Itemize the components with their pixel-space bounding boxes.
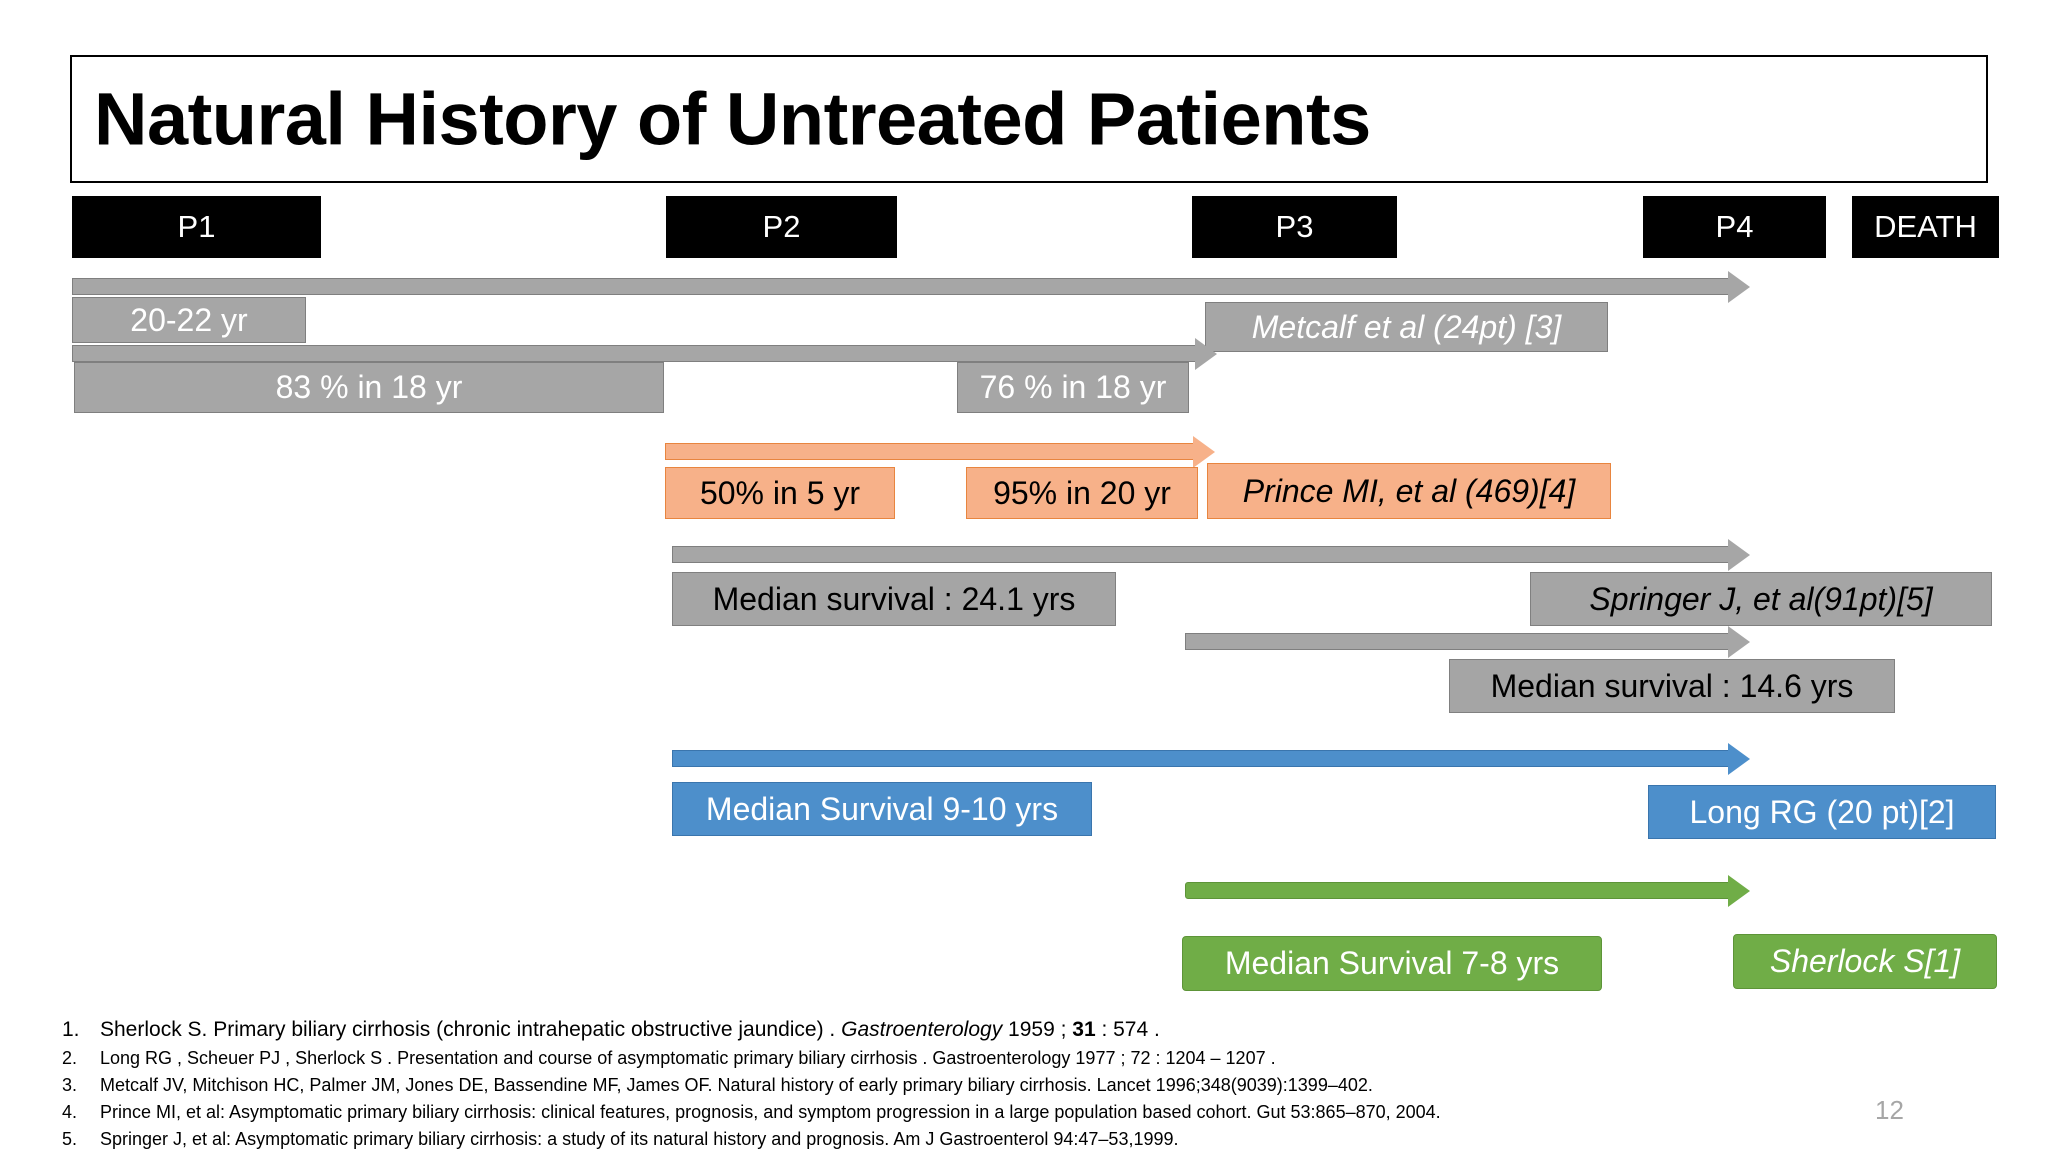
label-text: Metcalf et al (24pt) [3]	[1251, 308, 1562, 345]
label-text: 20-22 yr	[130, 301, 248, 338]
phase-label: P2	[762, 209, 801, 244]
arrow-shaft	[72, 345, 1200, 362]
label-text: Median survival : 14.6 yrs	[1490, 667, 1854, 704]
reference-item: 5. Springer J, et al: Asymptomatic primar…	[62, 1129, 1682, 1150]
label-text: 95% in 20 yr	[993, 474, 1171, 511]
arrow-head	[1728, 538, 1750, 571]
reference-text: Metcalf JV, Mitchison HC, Palmer JM, Jon…	[100, 1075, 1373, 1096]
sherlock-median-survival-label: Median Survival 7-8 yrs	[1182, 936, 1602, 991]
arrow-head	[1195, 337, 1217, 370]
metcalf-duration-label: 20-22 yr	[72, 297, 306, 343]
reference-text: Long RG , Scheuer PJ , Sherlock S . Pres…	[100, 1048, 1276, 1069]
metcalf-timeline-arrow-full	[72, 270, 1750, 303]
label-text: Median Survival 7-8 yrs	[1224, 945, 1560, 981]
phase-label: DEATH	[1874, 209, 1977, 244]
metcalf-citation-label: Metcalf et al (24pt) [3]	[1205, 302, 1608, 352]
prince-citation-label: Prince MI, et al (469)[4]	[1207, 463, 1611, 519]
arrow-head	[1728, 742, 1750, 775]
metcalf-timeline-arrow-partial	[72, 337, 1217, 370]
phase-label: P4	[1715, 209, 1754, 244]
reference-text: Springer J, et al: Asymptomatic primary …	[100, 1129, 1179, 1150]
reference-number: 3.	[62, 1075, 78, 1096]
reference-number: 1.	[62, 1018, 80, 1041]
sherlock-timeline-arrow	[1185, 874, 1750, 907]
page-title: Natural History of Untreated Patients	[94, 77, 1371, 161]
long-median-survival-label: Median Survival 9-10 yrs	[672, 782, 1092, 836]
phase-box-p3: P3	[1192, 196, 1397, 258]
arrow-head	[1728, 625, 1750, 658]
arrow-shaft	[672, 546, 1733, 563]
arrow-head	[1728, 874, 1750, 907]
reference-item: 3. Metcalf JV, Mitchison HC, Palmer JM, J…	[62, 1075, 1682, 1096]
arrow-shaft	[1185, 882, 1733, 899]
springer-median-survival-14-label: Median survival : 14.6 yrs	[1449, 659, 1895, 713]
phase-box-death: DEATH	[1852, 196, 1999, 258]
long-citation-label: Long RG (20 pt)[2]	[1648, 785, 1996, 839]
springer-median-survival-24-label: Median survival : 24.1 yrs	[672, 572, 1116, 626]
reference-item: 1. Sherlock S. Primary biliary cirrhosis …	[62, 1018, 1682, 1042]
phase-box-p2: P2	[666, 196, 897, 258]
label-text: Long RG (20 pt)[2]	[1689, 793, 1955, 830]
long-timeline-arrow	[672, 742, 1750, 775]
phase-label: P3	[1275, 209, 1314, 244]
sherlock-citation-label: Sherlock S[1]	[1733, 934, 1997, 989]
springer-timeline-arrow-2	[1185, 625, 1750, 658]
arrow-head	[1193, 435, 1215, 468]
reference-text: Sherlock S. Primary biliary cirrhosis (c…	[100, 1018, 1160, 1041]
slide-title-box: Natural History of Untreated Patients	[70, 55, 1988, 183]
phase-box-p4: P4	[1643, 196, 1826, 258]
label-text: 50% in 5 yr	[699, 474, 861, 511]
label-text: 76 % in 18 yr	[979, 369, 1167, 405]
label-text: Sherlock S[1]	[1769, 943, 1961, 979]
phase-label: P1	[177, 209, 216, 244]
metcalf-stat-76-label: 76 % in 18 yr	[957, 362, 1189, 413]
label-text: 83 % in 18 yr	[275, 369, 463, 405]
reference-item: 2. Long RG , Scheuer PJ , Sherlock S . Pr…	[62, 1048, 1682, 1069]
reference-item: 4. Prince MI, et al: Asymptomatic primary…	[62, 1102, 1682, 1123]
arrow-head	[1728, 270, 1750, 303]
arrow-shaft	[72, 278, 1733, 295]
phase-box-p1: P1	[72, 196, 321, 258]
label-text: Median Survival 9-10 yrs	[705, 790, 1059, 827]
prince-stat-95-label: 95% in 20 yr	[966, 467, 1198, 519]
prince-stat-50-label: 50% in 5 yr	[665, 467, 895, 519]
label-text: Median survival : 24.1 yrs	[712, 580, 1076, 617]
reference-number: 4.	[62, 1102, 78, 1123]
reference-number: 2.	[62, 1048, 78, 1069]
reference-text: Prince MI, et al: Asymptomatic primary b…	[100, 1102, 1441, 1123]
reference-number: 5.	[62, 1129, 78, 1150]
label-text: Prince MI, et al (469)[4]	[1242, 472, 1576, 509]
arrow-shaft	[672, 750, 1733, 767]
metcalf-stat-83-label: 83 % in 18 yr	[74, 362, 664, 413]
springer-timeline-arrow-1	[672, 538, 1750, 571]
arrow-shaft	[1185, 633, 1733, 650]
arrow-shaft	[665, 443, 1198, 460]
prince-timeline-arrow	[665, 435, 1215, 468]
references-list: 1. Sherlock S. Primary biliary cirrhosis …	[62, 1018, 1682, 1156]
springer-citation-label: Springer J, et al(91pt)[5]	[1530, 572, 1992, 626]
page-number: 12	[1875, 1095, 1904, 1125]
label-text: Springer J, et al(91pt)[5]	[1589, 580, 1933, 617]
